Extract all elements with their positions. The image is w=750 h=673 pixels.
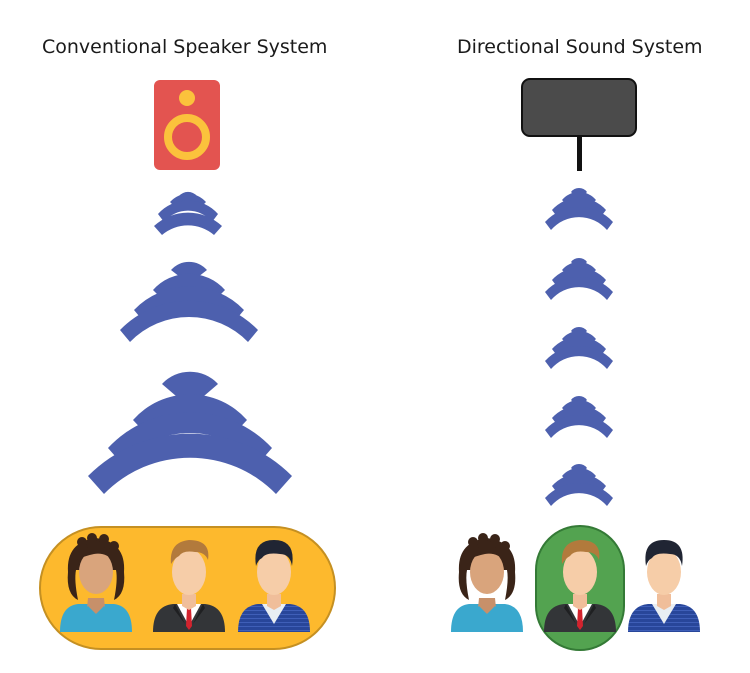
sound-wave-icon	[545, 188, 613, 230]
sound-wave-icon	[545, 327, 613, 369]
sound-wave-icon	[545, 258, 613, 300]
directional-speaker-icon	[521, 78, 637, 171]
sound-wave-icon	[120, 261, 258, 342]
directional-audience-group	[451, 525, 700, 651]
conventional-audience-group	[39, 526, 336, 650]
sound-wave-icon	[88, 371, 292, 494]
sound-wave-icon	[154, 191, 222, 235]
sound-wave-icon	[545, 464, 613, 506]
directional-sound-title: Directional Sound System	[457, 36, 703, 58]
sound-wave-icon	[545, 396, 613, 438]
man-blue-suit-avatar-icon	[628, 540, 700, 632]
conventional-speaker-title: Conventional Speaker System	[42, 36, 328, 58]
loudspeaker-icon	[154, 80, 220, 170]
woman-avatar-icon	[451, 533, 523, 632]
